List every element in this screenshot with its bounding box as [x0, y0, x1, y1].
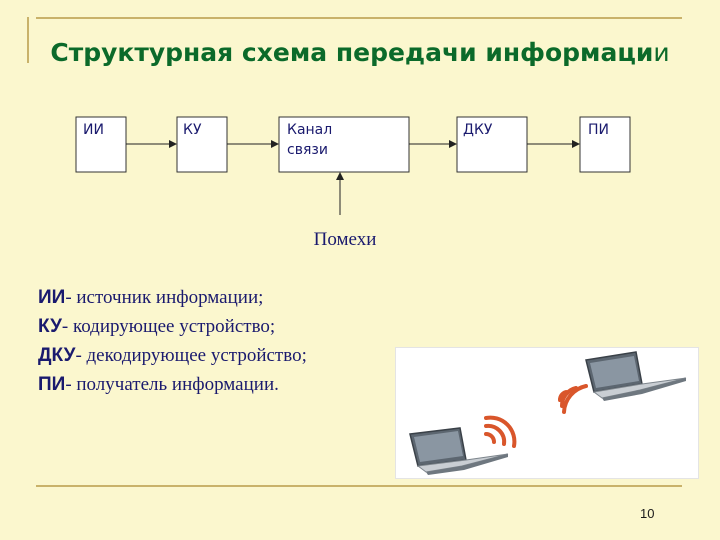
block-dku: ДКУ: [456, 116, 528, 173]
legend-desc: - декодирующее устройство;: [75, 345, 307, 366]
block-ku: КУ: [176, 116, 228, 173]
frame-left-line: [27, 17, 29, 63]
block-channel-label-1: Канал: [287, 122, 332, 138]
block-ku-label: КУ: [183, 122, 202, 138]
block-channel: Канал связи: [278, 116, 410, 173]
noise-label: Помехи: [313, 229, 377, 250]
title-bold: Структурная схема передачи информаци: [50, 38, 654, 67]
legend-term: ИИ: [38, 287, 66, 308]
legend-term: КУ: [38, 316, 62, 337]
laptop-icon: [585, 351, 687, 401]
legend-item: КУ- кодирующее устройство;: [38, 312, 307, 341]
wifi-signal-icon: [558, 384, 588, 414]
wireless-laptops-image: [395, 347, 699, 479]
legend-desc: - получатель информации.: [65, 374, 279, 395]
block-dku-label: ДКУ: [463, 122, 493, 138]
laptop-icon: [409, 427, 509, 475]
block-pi: ПИ: [579, 116, 631, 173]
legend: ИИ- источник информации; КУ- кодирующее …: [38, 283, 307, 399]
block-ii-label: ИИ: [83, 122, 104, 138]
legend-term: ДКУ: [38, 345, 76, 366]
title-tail: и: [653, 38, 670, 67]
block-pi-label: ПИ: [588, 122, 609, 138]
legend-desc: - источник информации;: [65, 287, 264, 308]
wifi-signal-icon: [484, 415, 517, 448]
frame-bottom-line: [36, 485, 682, 487]
legend-item: ИИ- источник информации;: [38, 283, 307, 312]
legend-item: ПИ- получатель информации.: [38, 370, 307, 399]
legend-term: ПИ: [38, 374, 66, 395]
frame-top-line: [36, 17, 682, 19]
slide-title: Структурная схема передачи информации: [40, 33, 680, 72]
block-ii: ИИ: [75, 116, 127, 173]
block-channel-label-2: связи: [287, 142, 328, 158]
legend-desc: - кодирующее устройство;: [61, 316, 276, 337]
page-number: 10: [640, 506, 655, 521]
legend-item: ДКУ- декодирующее устройство;: [38, 341, 307, 370]
